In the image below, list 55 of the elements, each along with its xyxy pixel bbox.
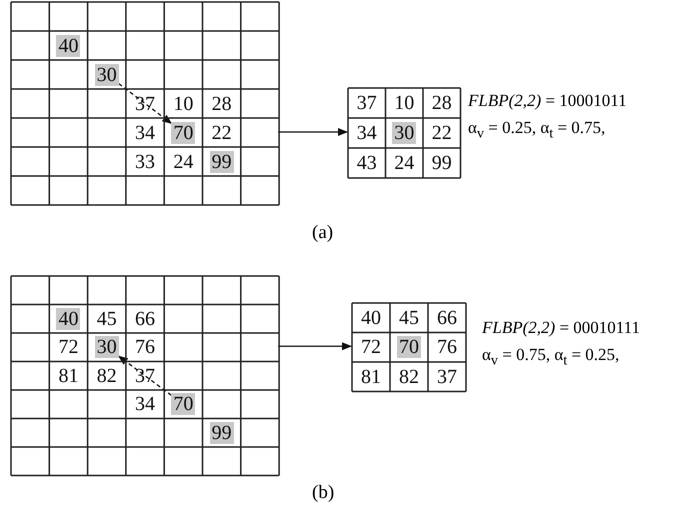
grid-value: 10 [171,92,196,114]
grid-value: 76 [435,336,459,358]
grid-value: 28 [210,92,234,114]
formula-text: α$_{v}$ = 0.25, α$_{t}$ = 0.75, [468,118,606,142]
grid-value: 40 [359,306,383,329]
formula-text: FLBP(2,2) = 10001011 [468,91,627,111]
highlighted-value: 99 [210,150,234,172]
dashed-arrow [118,83,172,124]
panel-caption: (a) [312,222,334,244]
grid-value: 24 [171,150,196,172]
grid-value: 34 [133,122,158,144]
highlighted-value: 70 [171,393,196,416]
grid-value: 45 [94,308,119,330]
grid-value: 82 [94,364,119,387]
grid-value: 33 [133,150,158,172]
panel-caption: (b) [312,482,334,504]
highlighted-value: 30 [392,122,416,144]
highlighted-value: 70 [171,122,196,144]
grid-value: 37 [133,92,158,114]
grid-value: 37 [354,92,379,114]
grid-value: 34 [354,122,379,144]
highlighted-value: 40 [56,34,80,56]
grid-value: 72 [359,336,383,358]
grid-value: 37 [435,366,459,388]
grid-value: 45 [397,306,421,329]
grid-value: 66 [435,306,459,329]
grid-value: 66 [133,308,158,330]
grid-table [10,1,278,204]
grid-value: 43 [354,152,379,174]
arrow [278,128,348,136]
formula-text: α$_{v}$ = 0.75, α$_{t}$ = 0.25, [482,345,620,370]
highlighted-value: 99 [210,422,234,444]
grid-table [351,302,465,390]
grid-value: 99 [430,152,454,174]
formula-text: FLBP(2,2) = 00010111 [482,318,640,338]
grid-value: 81 [56,364,80,387]
arrow [278,342,352,350]
grid-value: 24 [392,152,416,174]
grid-value: 22 [430,122,454,144]
grid-value: 22 [210,122,234,144]
grid-table [10,275,278,474]
dashed-arrow [118,356,172,396]
grid-value: 34 [133,393,158,416]
highlighted-value: 70 [397,336,421,358]
highlighted-value: 30 [94,336,119,358]
grid-table [347,87,460,177]
highlighted-value: 30 [94,64,119,86]
grid-value: 81 [359,366,383,388]
grid-value: 28 [430,92,454,114]
grid-value: 10 [392,92,416,114]
grid-value: 82 [397,366,421,388]
grid-value: 72 [56,336,80,358]
grid-value: 37 [133,364,158,387]
grid-value: 76 [133,336,158,358]
highlighted-value: 40 [56,308,80,330]
